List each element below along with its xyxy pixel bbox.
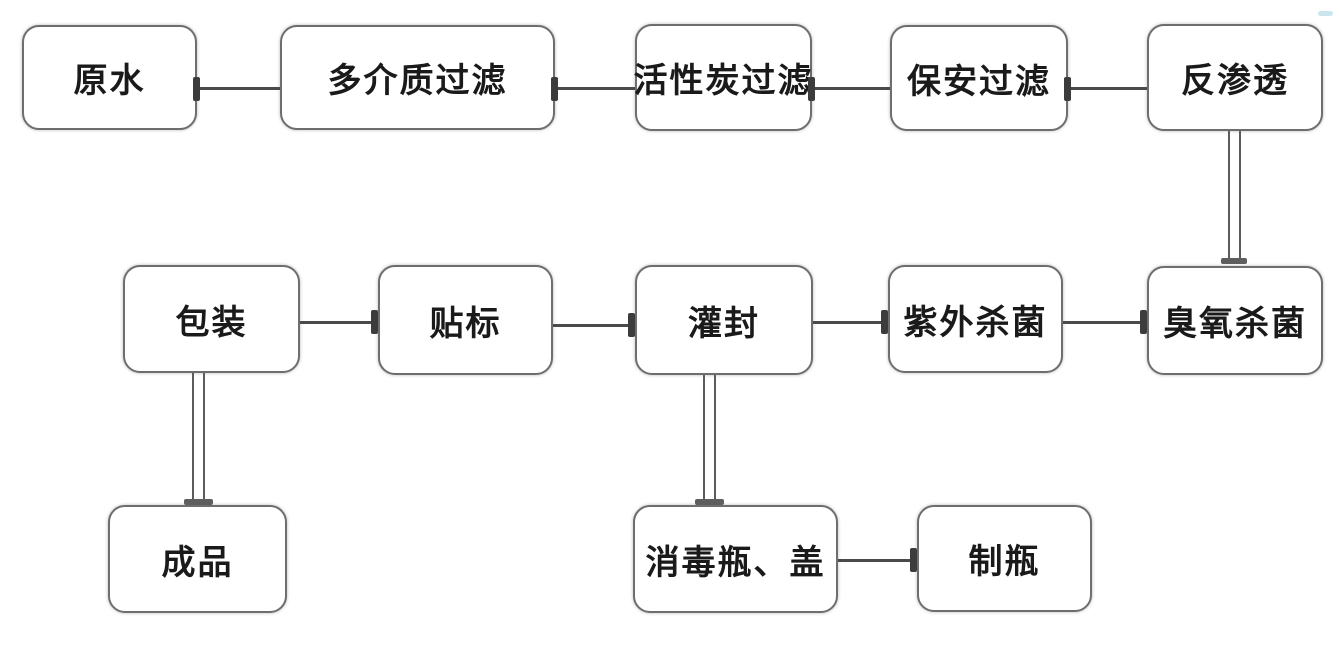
node-label: 保安过滤 — [907, 62, 1051, 101]
edge-security-filter-to-reverse-osmosis-cap — [1064, 77, 1071, 101]
edge-uv-sterilization-to-filling-sealing-cap — [881, 310, 888, 334]
node-packaging: 包装 — [123, 265, 300, 373]
edge-filling-sealing-to-disinfected-bottle-cap-cap — [695, 499, 724, 505]
edge-bottle-making-to-disinfected-bottle-cap-line — [838, 559, 917, 562]
edge-labeling-to-packaging-line — [300, 321, 378, 324]
edge-filling-sealing-to-disinfected-bottle-cap-line — [703, 375, 716, 502]
node-labeling: 贴标 — [378, 265, 553, 375]
node-label: 消毒瓶、盖 — [645, 543, 826, 582]
cyan-smudge-artifact — [1318, 11, 1333, 16]
edge-bottle-making-to-disinfected-bottle-cap-cap — [910, 548, 917, 572]
node-security-filter: 保安过滤 — [890, 25, 1068, 131]
edge-packaging-to-finished-product-line — [192, 373, 205, 502]
node-label: 贴标 — [429, 304, 502, 343]
edge-reverse-osmosis-to-ozone-sterilization-line — [1228, 131, 1241, 263]
edge-activated-carbon-filter-to-security-filter-line — [812, 87, 890, 90]
node-finished-product: 成品 — [108, 505, 287, 613]
node-label: 制瓶 — [968, 543, 1041, 581]
edge-labeling-to-packaging-cap — [371, 310, 378, 334]
edge-reverse-osmosis-to-ozone-sterilization-cap — [1221, 258, 1247, 264]
node-disinfected-bottle-cap: 消毒瓶、盖 — [633, 505, 838, 613]
node-label: 多介质过滤 — [327, 62, 508, 100]
edge-ozone-sterilization-to-uv-sterilization-line — [1063, 321, 1147, 324]
node-raw-water: 原水 — [22, 25, 197, 130]
node-label: 活性炭过滤 — [633, 62, 814, 100]
edge-multi-media-filter-to-activated-carbon-filter-cap — [551, 77, 558, 101]
node-label: 包装 — [175, 303, 248, 342]
node-label: 灌封 — [688, 304, 760, 343]
node-label: 成品 — [161, 543, 234, 582]
edge-filling-sealing-to-labeling-cap — [628, 313, 635, 337]
node-ozone-sterilization: 臭氧杀菌 — [1147, 266, 1323, 375]
edge-raw-water-to-multi-media-filter-line — [197, 87, 280, 90]
node-filling-sealing: 灌封 — [635, 265, 813, 375]
edge-filling-sealing-to-labeling-line — [553, 324, 635, 327]
node-uv-sterilization: 紫外杀菌 — [888, 265, 1063, 373]
node-label: 原水 — [73, 62, 146, 100]
node-reverse-osmosis: 反渗透 — [1147, 24, 1323, 131]
edge-raw-water-to-multi-media-filter-cap — [193, 77, 200, 101]
node-multi-media-filter: 多介质过滤 — [280, 25, 555, 130]
edge-uv-sterilization-to-filling-sealing-line — [813, 321, 888, 324]
edge-ozone-sterilization-to-uv-sterilization-cap — [1140, 310, 1147, 334]
node-label: 紫外杀菌 — [903, 303, 1048, 342]
edge-security-filter-to-reverse-osmosis-line — [1068, 87, 1147, 90]
node-label: 反渗透 — [1181, 62, 1289, 100]
node-label: 臭氧杀菌 — [1163, 305, 1307, 343]
edge-activated-carbon-filter-to-security-filter-cap — [808, 77, 815, 101]
edge-packaging-to-finished-product-cap — [184, 499, 213, 505]
node-activated-carbon-filter: 活性炭过滤 — [633, 24, 814, 131]
edge-multi-media-filter-to-activated-carbon-filter-line — [555, 87, 635, 90]
node-bottle-making: 制瓶 — [917, 505, 1092, 612]
